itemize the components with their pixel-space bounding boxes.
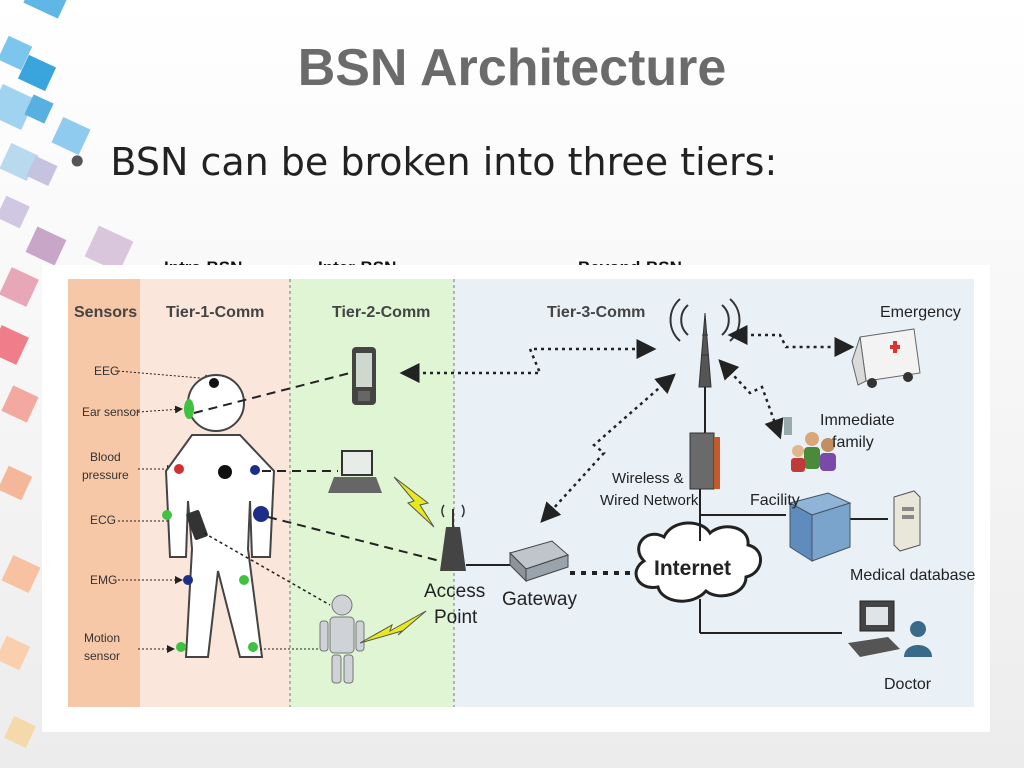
sensor-dot-ear	[184, 399, 194, 419]
doctor-computer-icon	[848, 600, 900, 657]
sensor-dot-emg-left	[183, 575, 193, 585]
sensor-label-motion-1: Motion	[84, 631, 120, 645]
link-body-robot	[203, 532, 331, 606]
sensor-label-bp-1: Blood	[90, 450, 121, 464]
bullet-text: BSN can be broken into three tiers:	[110, 140, 778, 184]
link-tower-emergency	[727, 325, 855, 357]
sensor-dot-motion-right	[248, 642, 258, 652]
sensor-dot-emg-right	[239, 575, 249, 585]
sensor-dot-eeg	[209, 378, 219, 388]
sensor-dot-arm-right	[250, 465, 260, 475]
column-header-sensors: Sensors	[74, 304, 137, 321]
internet-cloud-icon	[634, 521, 762, 603]
link-tower-family	[718, 359, 784, 440]
sensor-label-eeg: EEG	[94, 364, 119, 378]
access-point-label-1: Access	[424, 581, 485, 602]
laptop-icon	[328, 450, 382, 493]
network-label-2: Wired Network	[600, 492, 699, 509]
body-phone-icon	[186, 510, 208, 540]
sensor-label-bp-2: pressure	[82, 468, 129, 482]
doctor-label: Doctor	[884, 676, 932, 693]
robot-icon	[319, 594, 365, 684]
pda-icon	[352, 347, 376, 405]
access-point-icon	[440, 504, 466, 571]
column-header-tier1: Tier-1-Comm	[166, 304, 264, 321]
server-icon	[689, 432, 720, 490]
sensor-dot-chest	[218, 465, 232, 479]
sensors-column	[68, 279, 140, 707]
lightning-icon-upper	[393, 476, 435, 528]
sensor-label-ear: Ear sensor	[82, 405, 140, 419]
sensor-label-ecg: ECG	[90, 513, 116, 527]
access-point-label-2: Point	[434, 607, 478, 628]
lightning-icon-lower	[359, 610, 427, 644]
bullet-point: • BSN can be broken into three tiers:	[66, 140, 777, 184]
link-tower-gateway	[540, 373, 676, 523]
doctor-person-icon	[904, 621, 932, 657]
pointer-ear	[137, 405, 183, 414]
link-body-pda	[193, 372, 351, 414]
slide-title: BSN Architecture	[297, 39, 727, 97]
bullet-dot-icon: •	[66, 140, 89, 184]
database-label: Medical database	[850, 567, 976, 584]
column-header-tier3: Tier-3-Comm	[547, 304, 645, 321]
sensor-label-motion-2: sensor	[84, 649, 120, 663]
family-label-2: family	[832, 434, 874, 451]
sensor-dot-wrist-right	[253, 506, 269, 522]
sensor-dot-bp	[174, 464, 184, 474]
bsn-architecture-diagram: Sensors Tier-1-Comm Tier-2-Comm Tier-3-C…	[42, 265, 990, 732]
human-body-figure	[164, 374, 276, 658]
facility-building-icon	[788, 492, 852, 562]
link-pda-tower	[399, 339, 657, 383]
sensor-dot-motion-left	[176, 642, 186, 652]
ambulance-icon	[851, 328, 921, 388]
family-label-1: Immediate	[820, 412, 895, 429]
facility-label: Facility	[750, 492, 800, 509]
sensor-dot-ecg	[162, 510, 172, 520]
gateway-label: Gateway	[502, 589, 577, 610]
internet-label: Internet	[654, 557, 731, 580]
gateway-icon	[509, 540, 569, 583]
family-icon	[784, 417, 836, 472]
network-label-1: Wireless &	[612, 470, 684, 487]
sensor-label-emg: EMG	[90, 573, 117, 587]
column-header-tier2: Tier-2-Comm	[332, 304, 430, 321]
database-computer-icon	[893, 490, 921, 552]
emergency-label: Emergency	[880, 304, 961, 321]
